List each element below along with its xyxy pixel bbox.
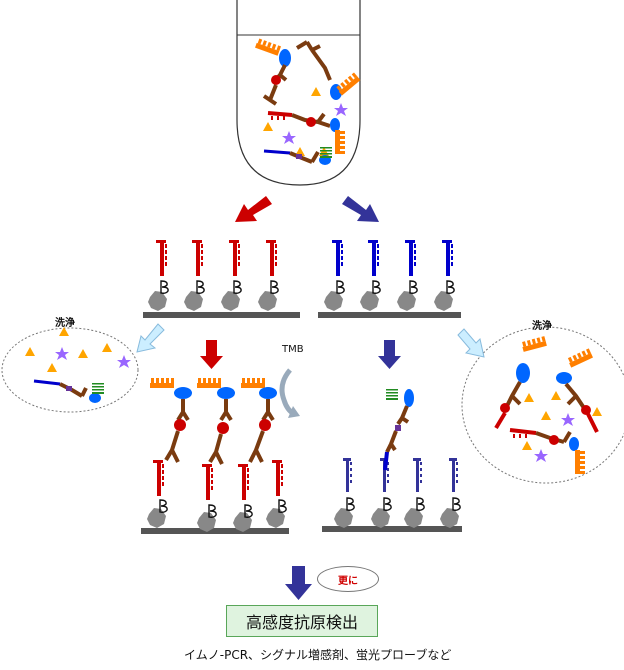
arrow-to-wash-right	[457, 328, 485, 358]
plate-bottom-left	[141, 378, 289, 534]
plate-top-left	[143, 240, 300, 318]
tmb-label: TMB	[282, 344, 304, 355]
wash-label-left: 洗浄	[55, 318, 75, 329]
tmb-curved-arrow	[279, 368, 300, 418]
wash-circle-right	[461, 326, 624, 484]
plate-bottom-right	[322, 389, 462, 532]
arrow-red-diagonal	[235, 196, 272, 222]
arrow-red-down	[200, 340, 223, 369]
wash-circle-left	[1, 327, 139, 413]
plate-top-right	[318, 240, 461, 318]
sarani-ellipse-label: 更に	[317, 566, 379, 592]
result-box: 高感度抗原検出	[226, 605, 378, 637]
arrow-navy-down	[378, 340, 401, 369]
wash-label-right: 洗浄	[532, 321, 552, 332]
tube-contents	[255, 38, 361, 165]
arrow-navy-diagonal	[342, 196, 379, 222]
footnote: イムノ-PCR、シグナル増感剤、蛍光プローブなど	[184, 648, 452, 662]
arrow-to-wash-left	[136, 323, 165, 353]
arrow-navy-final	[285, 566, 312, 600]
sarani-text: 更に	[338, 575, 358, 587]
result-text: 高感度抗原検出	[245, 613, 358, 632]
